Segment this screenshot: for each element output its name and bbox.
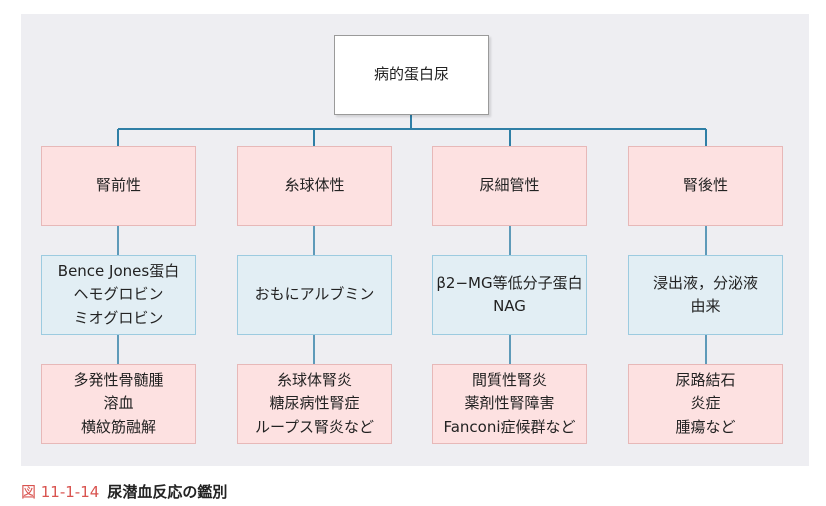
- disease-node-prerenal: 多発性骨髄腫 溶血 横紋筋融解: [41, 364, 196, 444]
- category-label: 腎前性: [95, 176, 141, 195]
- category-node-glomerular: 糸球体性: [237, 146, 392, 226]
- disease-line: 糖尿病性腎症: [269, 394, 360, 413]
- disease-node-glomerular: 糸球体腎炎 糖尿病性腎症 ループス腎炎など: [237, 364, 392, 444]
- mechanism-line: おもにアルブミン: [254, 285, 375, 304]
- mechanism-line: NAG: [493, 297, 526, 315]
- disease-line: 溶血: [103, 394, 134, 413]
- figure-number: 図 11-1-14: [21, 482, 100, 501]
- disease-line: 腫瘍など: [675, 417, 736, 436]
- mechanism-node-prerenal: Bence Jones蛋白 ヘモグロビン ミオグロビン: [41, 255, 196, 335]
- mechanism-line: Bence Jones蛋白: [57, 262, 180, 281]
- root-label: 病的蛋白尿: [373, 65, 449, 84]
- figure-caption: 図 11-1-14 尿潜血反応の鑑別: [21, 480, 227, 502]
- disease-line: 炎症: [690, 394, 721, 413]
- mechanism-node-postrenal: 浸出液，分泌液 由来: [628, 255, 783, 335]
- disease-line: 尿路結石: [675, 371, 736, 390]
- root-node: 病的蛋白尿: [334, 35, 489, 115]
- mechanism-node-tubular: β2−MG等低分子蛋白 NAG: [432, 255, 587, 335]
- mechanism-line: β2−MG等低分子蛋白: [436, 273, 583, 292]
- category-node-postrenal: 腎後性: [628, 146, 783, 226]
- disease-line: 間質性腎炎: [471, 371, 547, 390]
- disease-line: 糸球体腎炎: [276, 371, 352, 390]
- category-label: 腎後性: [682, 176, 728, 195]
- mechanism-line: 浸出液，分泌液: [652, 273, 758, 292]
- disease-line: ループス腎炎など: [254, 417, 375, 436]
- disease-line: 薬剤性腎障害: [464, 394, 555, 413]
- disease-line: 横紋筋融解: [80, 417, 156, 436]
- disease-node-tubular: 間質性腎炎 薬剤性腎障害 Fanconi症候群など: [432, 364, 587, 444]
- category-node-tubular: 尿細管性: [432, 146, 587, 226]
- mechanism-line: ミオグロビン: [73, 308, 164, 327]
- disease-line: Fanconi症候群など: [443, 417, 576, 436]
- disease-node-postrenal: 尿路結石 炎症 腫瘍など: [628, 364, 783, 444]
- category-label: 尿細管性: [479, 176, 540, 195]
- mechanism-line: ヘモグロビン: [73, 285, 164, 304]
- category-node-prerenal: 腎前性: [41, 146, 196, 226]
- figure-title: 尿潜血反応の鑑別: [107, 482, 228, 501]
- disease-line: 多発性骨髄腫: [73, 371, 164, 390]
- mechanism-node-glomerular: おもにアルブミン: [237, 255, 392, 335]
- category-label: 糸球体性: [284, 176, 345, 195]
- mechanism-line: 由来: [690, 297, 721, 315]
